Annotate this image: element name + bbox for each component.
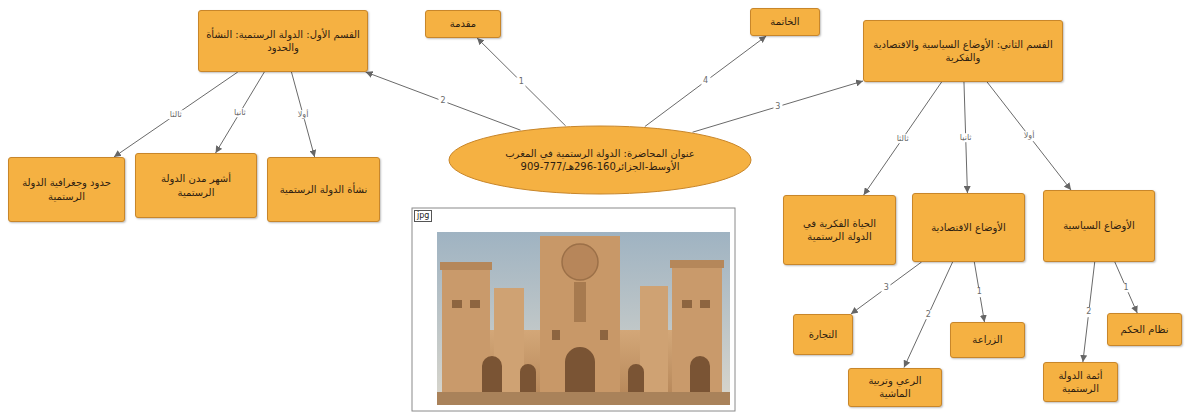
building-doors <box>482 347 710 392</box>
node-text: أئمة الدولة الرستمية <box>1050 369 1111 396</box>
node-text: الأوضاع الاقتصادية <box>931 221 1006 235</box>
node-text: القسم الأول: الدولة الرستمية: النشأة وال… <box>205 28 361 55</box>
edge-label: 2 <box>924 310 933 320</box>
topic-box: الزراعة <box>950 322 1025 358</box>
connector-arrow <box>904 262 953 368</box>
node-text: القسم الثاني: الأوضاع السياسية والاقتصاد… <box>870 38 1056 65</box>
node-text: عنوان المحاضرة: الدولة الرستمية في المغر… <box>492 147 708 174</box>
node-text: حدود وجغرافية الدولة الرستمية <box>15 176 118 203</box>
topic-box: نشأة الدولة الرستمية <box>267 157 380 222</box>
topic-box: الرعي وتربية الماشية <box>848 368 942 407</box>
topic-box: القسم الثاني: الأوضاع السياسية والاقتصاد… <box>863 20 1063 82</box>
edge-label: 2 <box>1084 307 1093 317</box>
connector-arrow <box>1115 262 1137 313</box>
building-windows <box>452 300 710 340</box>
title-ellipse: عنوان المحاضرة: الدولة الرستمية في المغر… <box>448 125 752 195</box>
photo-ground <box>437 392 730 405</box>
ellipse-outline <box>449 126 751 194</box>
node-text: مقدمة <box>450 17 476 31</box>
connector-arrow <box>216 72 265 153</box>
edge-label: ثالثا <box>895 134 911 144</box>
topic-box: الخاتمة <box>750 8 820 36</box>
topic-box: الحياة الفكرية في الدولة الرستمية <box>783 195 896 265</box>
topic-box: أشهر مدن الدولة الرستمية <box>135 153 257 218</box>
topic-box: الأوضاع السياسية <box>1043 190 1155 262</box>
connector-arrow <box>692 81 863 132</box>
node-text: نشأة الدولة الرستمية <box>280 183 368 197</box>
edge-label: 1 <box>975 287 984 297</box>
topic-box: نظام الحكم <box>1107 313 1182 346</box>
connector-arrow <box>864 82 942 195</box>
topic-box: التجارة <box>793 314 853 355</box>
topic-box: أئمة الدولة الرستمية <box>1043 362 1118 402</box>
topic-box: حدود وجغرافية الدولة الرستمية <box>8 157 125 222</box>
connector-arrow <box>974 262 984 322</box>
edge-label: 1 <box>517 77 526 87</box>
topic-box: القسم الأول: الدولة الرستمية: النشأة وال… <box>198 10 368 72</box>
connector-arrow <box>1083 262 1095 362</box>
edge-label: 2 <box>439 96 448 106</box>
edge-label: ثانيا <box>958 133 974 143</box>
ellipse-outline-layer <box>448 125 752 195</box>
photo-sky <box>437 232 730 405</box>
topic-box: الأوضاع الاقتصادية <box>912 193 1025 262</box>
node-text: الحياة الفكرية في الدولة الرستمية <box>790 217 889 244</box>
file-type-tag: jpg <box>414 210 432 222</box>
topic-box: مقدمة <box>425 10 501 38</box>
photo-frame <box>412 208 735 411</box>
node-text: الزراعة <box>972 333 1002 347</box>
tower-slot <box>574 282 586 322</box>
node-text: الرعي وتربية الماشية <box>855 374 935 401</box>
edge-label: أولا <box>1022 131 1037 141</box>
edge-label: 3 <box>773 102 782 112</box>
edge-label: 3 <box>882 283 891 293</box>
connector-arrow <box>366 72 521 130</box>
left-tower-crown <box>440 262 492 270</box>
connector-arrow <box>987 82 1071 190</box>
tower-disc <box>562 244 598 280</box>
right-inner-tower <box>640 286 668 392</box>
edge-label: ثالثا <box>168 110 184 120</box>
connector-arrow <box>114 72 238 157</box>
edge-label: أولا <box>296 110 311 120</box>
right-tower-crown <box>670 260 724 268</box>
edge-label: 1 <box>1121 283 1130 293</box>
connector-arrow <box>291 72 314 157</box>
node-text: التجارة <box>809 328 837 342</box>
node-text: الخاتمة <box>770 15 799 29</box>
node-text: نظام الحكم <box>1121 323 1169 337</box>
edge-label: 4 <box>701 76 710 86</box>
building-illustration <box>437 236 730 405</box>
node-text: أشهر مدن الدولة الرستمية <box>142 172 250 199</box>
connector-arrow <box>851 262 922 314</box>
node-text: الأوضاع السياسية <box>1063 219 1135 233</box>
edge-label: ثانيا <box>232 108 248 118</box>
connector-arrow <box>477 38 566 126</box>
connector-arrow <box>645 36 766 127</box>
